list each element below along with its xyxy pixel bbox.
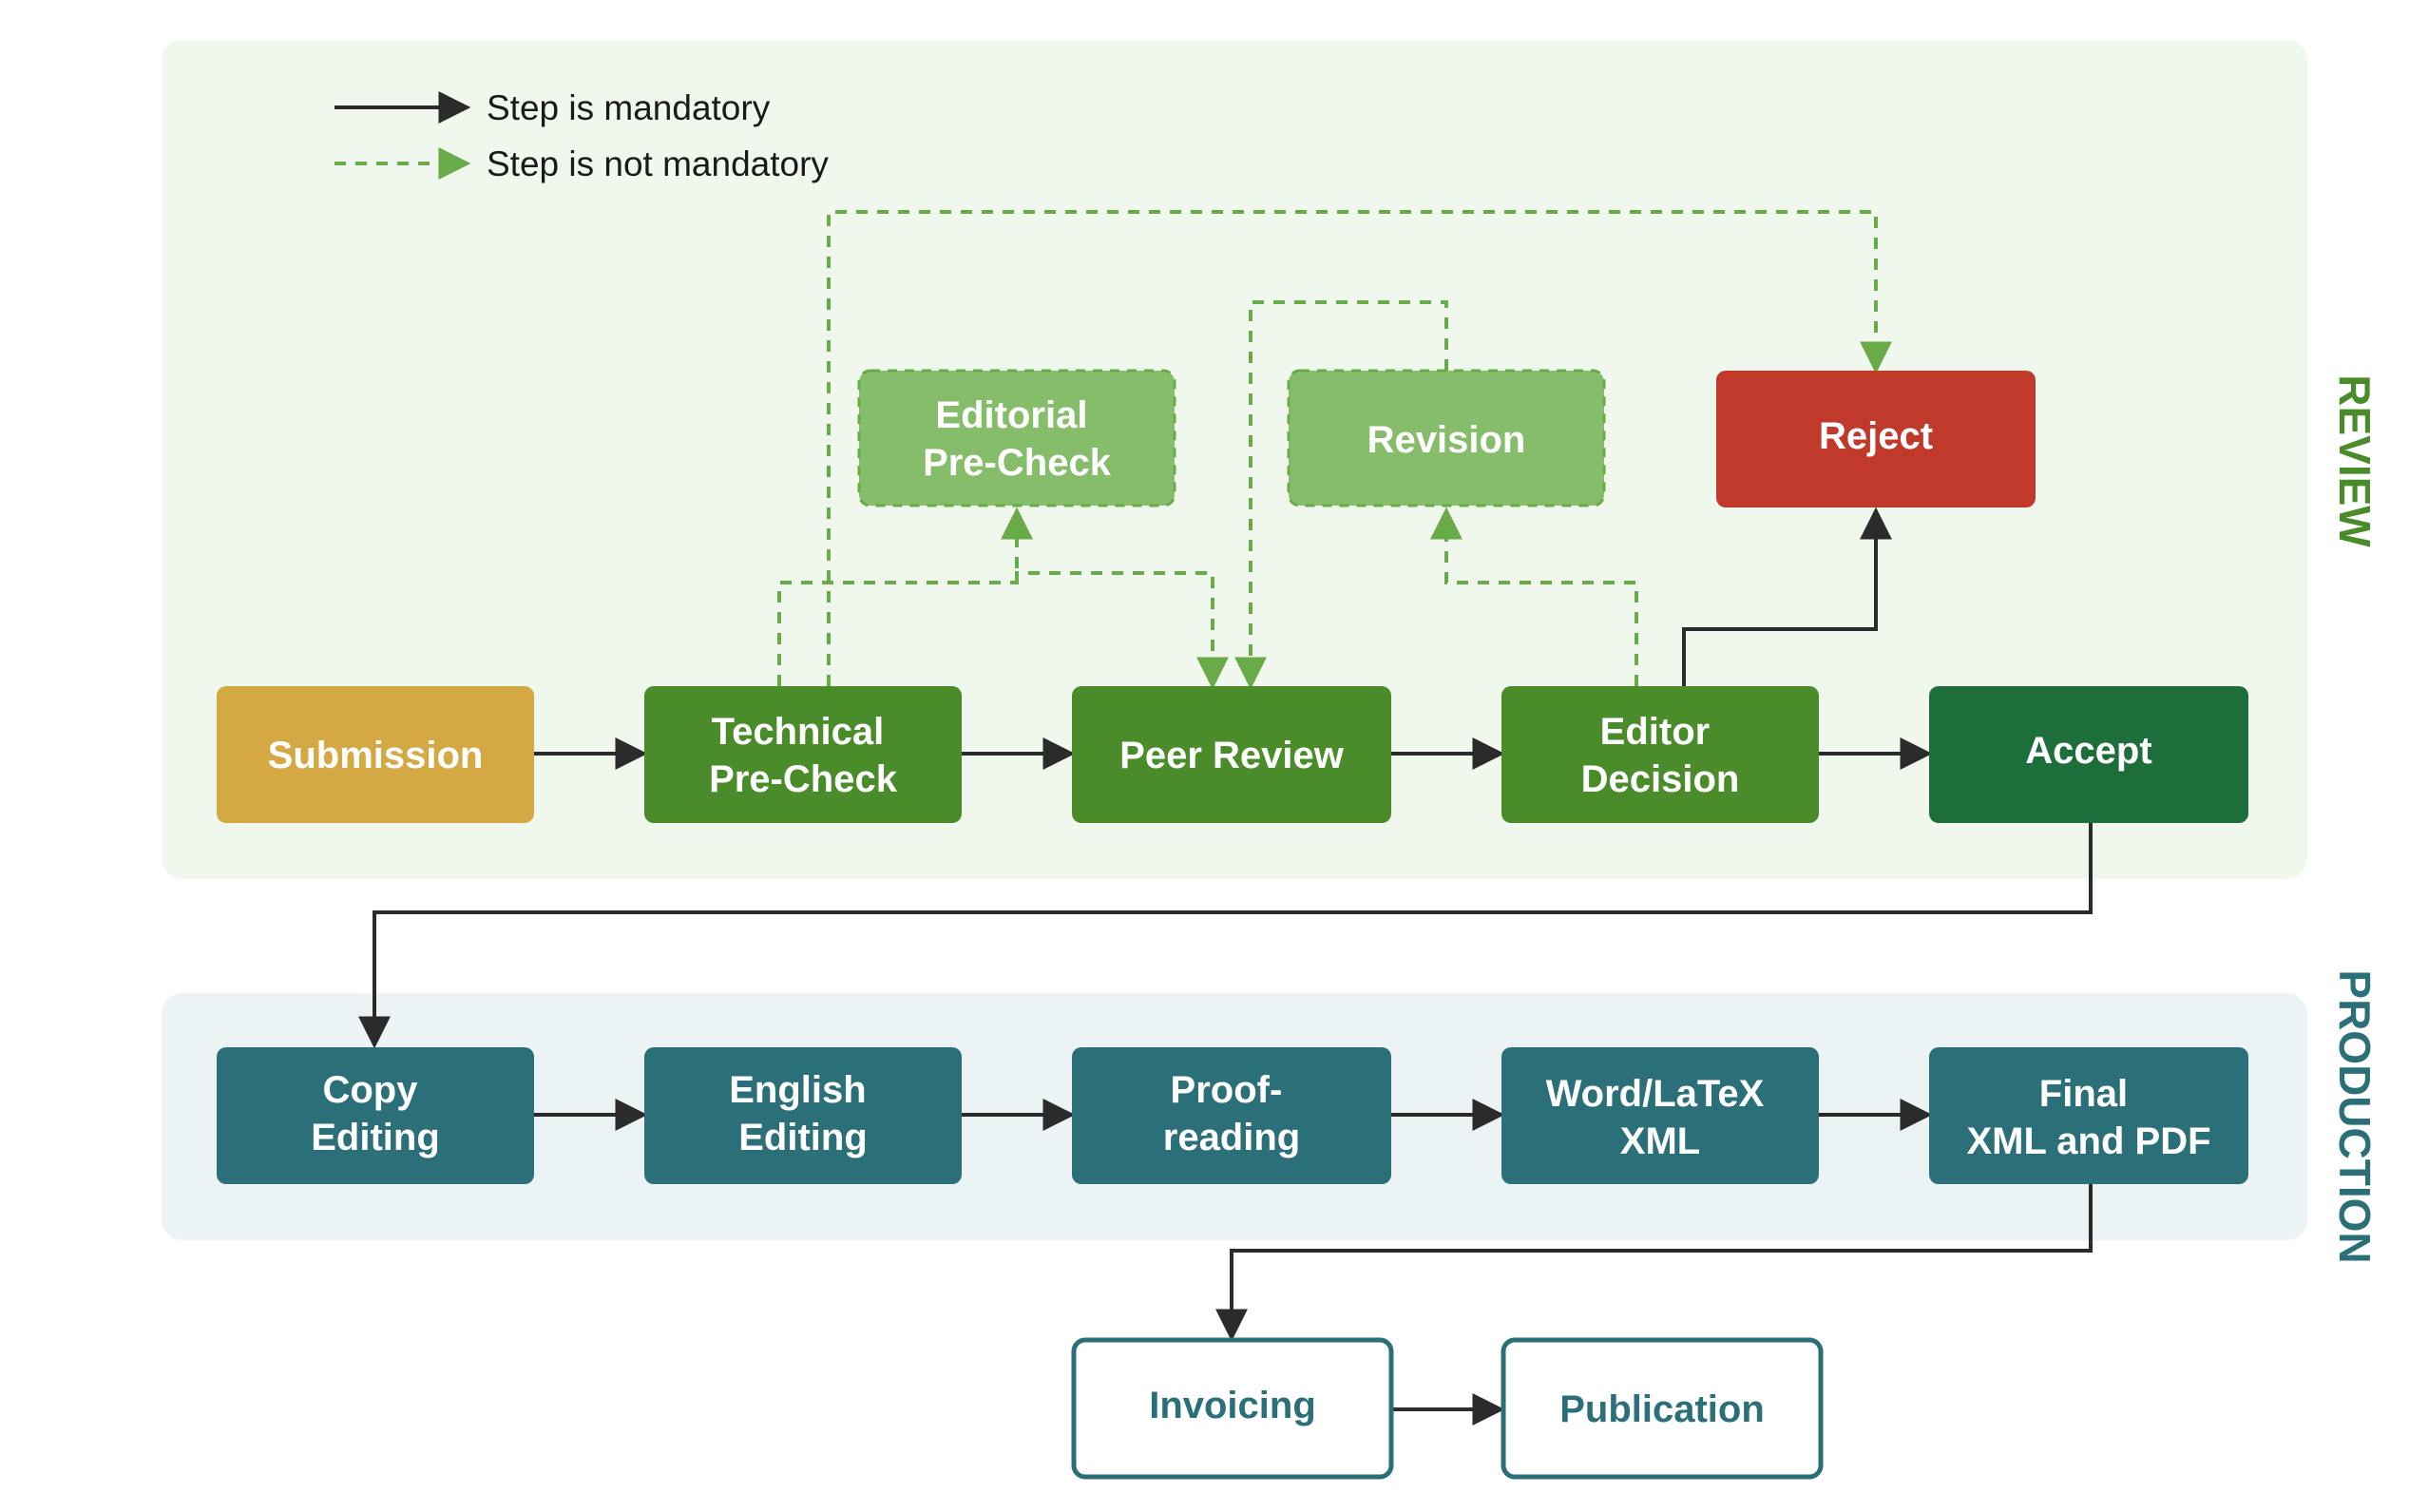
publication-label: Publication: [1559, 1388, 1765, 1430]
legend: Step is mandatory Step is not mandatory: [335, 88, 829, 183]
word-latex-xml-label-line2: XML: [1620, 1120, 1700, 1162]
review-section-label: REVIEW: [2330, 374, 2380, 547]
connector-technical-to-editorial: [777, 507, 1033, 686]
svg-text:Invoicing: Invoicing: [1149, 1385, 1316, 1426]
svg-text:Publication: Publication: [1559, 1388, 1765, 1430]
peer-review-label: Peer Review: [1119, 735, 1345, 776]
editorial-precheck-label-line1: Editorial: [935, 394, 1087, 436]
connector-decision-to-revision: [1430, 507, 1638, 686]
svg-text:Word/LaTeX XML: Word/LaTeX XML: [1546, 1073, 1775, 1162]
connector-final-to-invoicing: [1215, 1184, 2093, 1342]
connector-accept-to-copyediting: [358, 823, 2093, 1049]
connector-editorial-to-peer: [1015, 571, 1229, 690]
post-step-invoicing: Invoicing: [1071, 1337, 1394, 1480]
editorial-precheck-label-line2: Pre-Check: [923, 442, 1112, 484]
legend-mandatory-label: Step is mandatory: [487, 88, 771, 127]
technical-precheck-label-line2: Pre-Check: [709, 758, 898, 800]
review-section: [162, 40, 2307, 879]
invoicing-label: Invoicing: [1149, 1385, 1316, 1426]
svg-text:Revision: Revision: [1367, 419, 1526, 461]
svg-text:Technical Pre-Check: Technical Pre-Check: [709, 711, 898, 800]
review-step-submission: Submission: [217, 686, 534, 823]
revision-label: Revision: [1367, 419, 1526, 461]
svg-text:Final XML and PDF: Final XML and PDF: [1966, 1073, 2210, 1162]
production-step-proofreading: Proof- reading: [1072, 1047, 1391, 1184]
final-xml-pdf-label-line2: XML and PDF: [1966, 1120, 2210, 1162]
reject-label: Reject: [1819, 415, 1933, 457]
svg-text:Peer Review: Peer Review: [1119, 735, 1345, 776]
final-xml-pdf-label-line1: Final: [2039, 1073, 2128, 1115]
editor-decision-label-line1: Editor: [1600, 711, 1711, 753]
mandatory-connectors: [358, 507, 2093, 1426]
post-step-publication: Publication: [1501, 1337, 1824, 1480]
connector-decision-to-reject: [1682, 507, 1892, 686]
connector-technical-to-reject: [827, 210, 1892, 686]
editor-decision-label-line2: Decision: [1581, 758, 1740, 800]
svg-text:English Editing: English Editing: [729, 1069, 877, 1158]
copy-editing-label-line2: Editing: [311, 1117, 440, 1158]
proofreading-label-line2: reading: [1163, 1117, 1300, 1158]
submission-label: Submission: [268, 735, 484, 776]
technical-precheck-label-line1: Technical: [712, 711, 885, 753]
production-step-english-editing: English Editing: [644, 1047, 962, 1184]
review-step-editorial-precheck: Editorial Pre-Check: [857, 369, 1176, 507]
proofreading-label-line1: Proof-: [1171, 1069, 1283, 1111]
optional-connectors: [777, 210, 1892, 690]
review-step-reject: Reject: [1716, 371, 2036, 507]
svg-text:Submission: Submission: [268, 735, 484, 776]
production-section-label: PRODUCTION: [2330, 969, 2380, 1263]
production-step-final-xml-pdf: Final XML and PDF: [1929, 1047, 2248, 1184]
svg-text:Editorial Pre-Check: Editorial Pre-Check: [923, 394, 1112, 484]
svg-text:Copy Editing: Copy Editing: [311, 1069, 440, 1158]
production-step-copy-editing: Copy Editing: [217, 1047, 534, 1184]
word-latex-xml-label-line1: Word/LaTeX: [1546, 1073, 1765, 1115]
production-step-word-latex-xml: Word/LaTeX XML: [1501, 1047, 1819, 1184]
review-step-revision: Revision: [1287, 369, 1606, 507]
review-step-editor-decision: Editor Decision: [1501, 686, 1819, 823]
review-step-peer-review: Peer Review: [1072, 686, 1391, 823]
english-editing-label-line2: Editing: [738, 1117, 868, 1158]
review-step-technical-precheck: Technical Pre-Check: [644, 686, 962, 823]
svg-text:Editor Decision: Editor Decision: [1581, 711, 1740, 800]
accept-label: Accept: [2025, 730, 2151, 772]
svg-text:Accept: Accept: [2025, 730, 2151, 772]
english-editing-label-line1: English: [729, 1069, 866, 1111]
copy-editing-label-line1: Copy: [322, 1069, 418, 1111]
review-step-accept: Accept: [1929, 686, 2248, 823]
legend-optional-label: Step is not mandatory: [487, 144, 829, 183]
svg-text:Proof- reading: Proof- reading: [1163, 1069, 1300, 1158]
svg-text:Reject: Reject: [1819, 415, 1933, 457]
